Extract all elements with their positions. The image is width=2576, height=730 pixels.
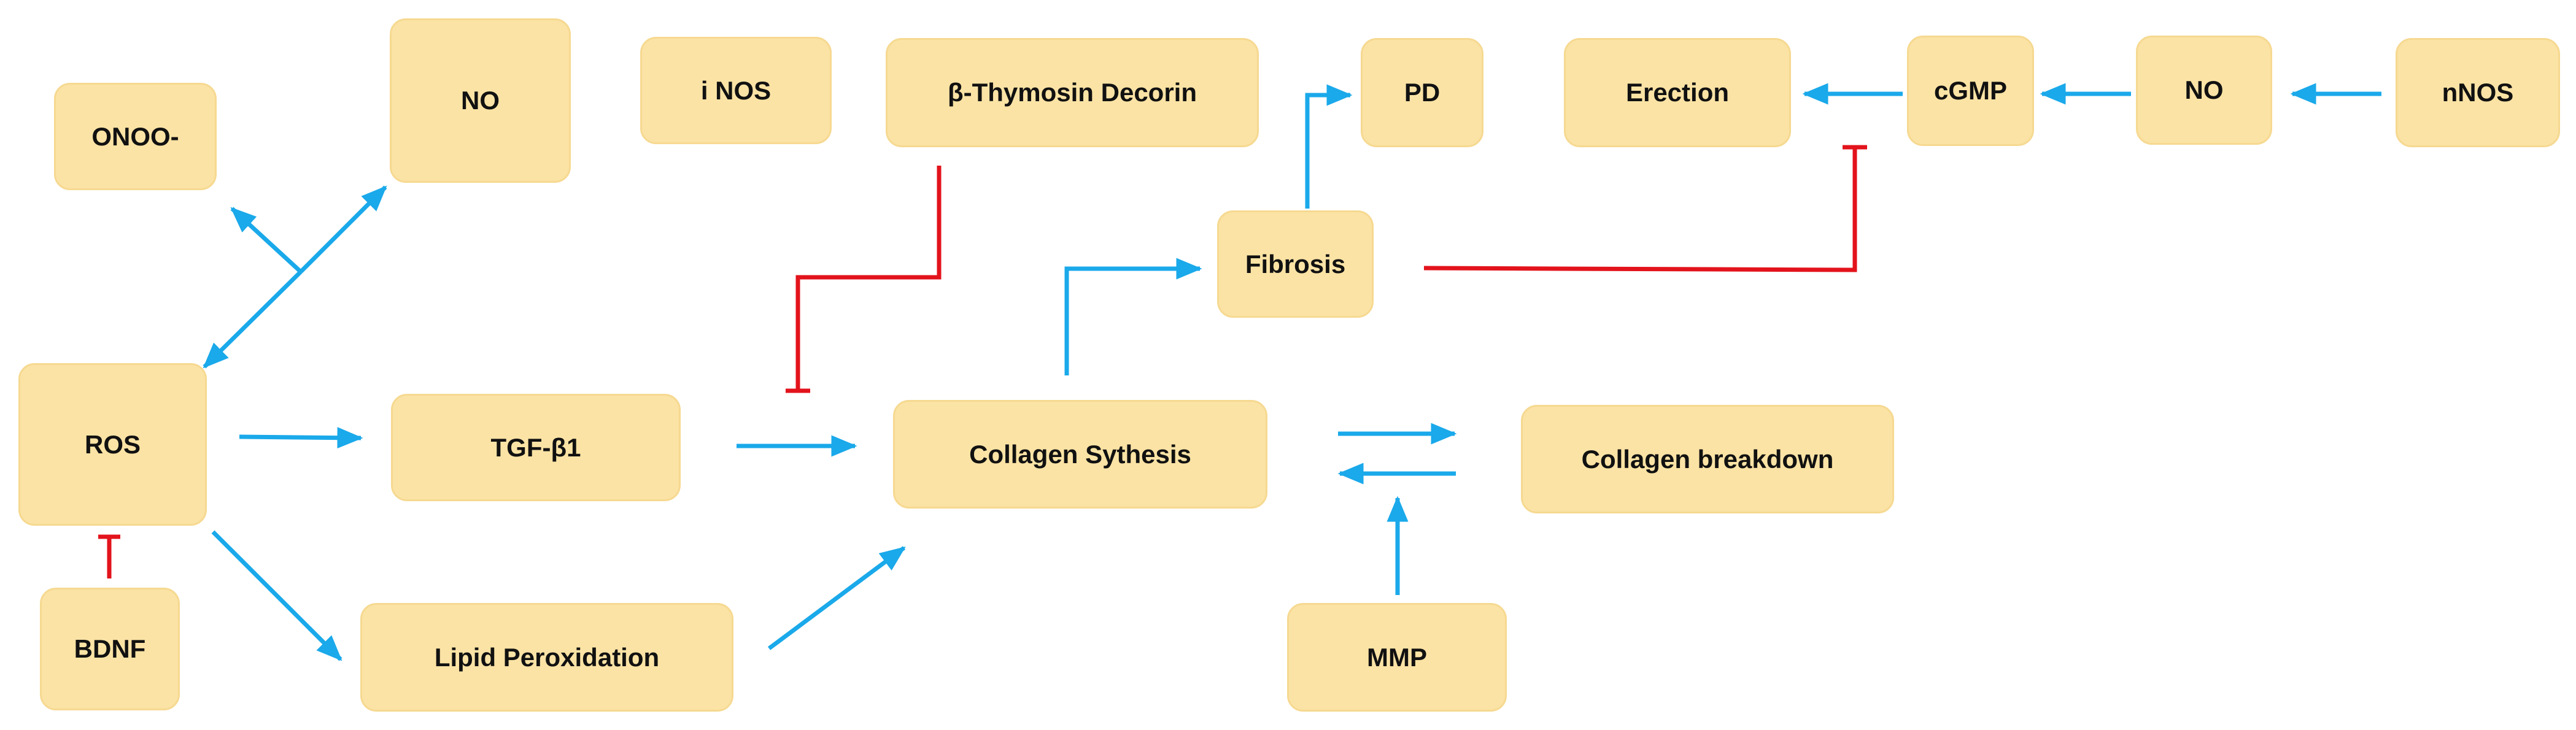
node-tgf-beta1-label: TGF-β1: [490, 432, 581, 462]
node-lipid-peroxidation-label: Lipid Peroxidation: [434, 642, 660, 672]
arrow-fibrosis-to-pd: [1305, 84, 1353, 209]
node-tgf-beta1: TGF-β1: [391, 394, 681, 501]
arrow-ros-to-lipid: [211, 530, 342, 661]
node-lipid-peroxidation: Lipid Peroxidation: [360, 603, 733, 712]
node-nnos: nNOS: [2396, 38, 2560, 147]
node-bdnf: BDNF: [40, 588, 180, 710]
node-nnos-label: nNOS: [2442, 78, 2514, 107]
node-inos-label: i NOS: [700, 75, 772, 105]
node-thymosin-decorin-label: β-Thymosin Decorin: [947, 78, 1197, 107]
node-cgmp: cGMP: [1907, 36, 2034, 146]
arrow-collagen-to-fibrosis: [1064, 258, 1202, 375]
node-onoo-label: ONOO-: [91, 121, 179, 151]
node-mmp: MMP: [1287, 603, 1507, 712]
node-collagen-breakdown-label: Collagen breakdown: [1581, 444, 1834, 474]
node-ros-label: ROS: [84, 429, 141, 459]
node-fibrosis: Fibrosis: [1217, 210, 1374, 318]
node-no-top-right-label: NO: [2184, 75, 2224, 104]
node-collagen-synthesis-label: Collagen Sythesis: [969, 439, 1191, 469]
node-cgmp-label: cGMP: [1933, 76, 2008, 105]
node-bdnf-label: BDNF: [74, 634, 146, 663]
node-collagen-synthesis: Collagen Sythesis: [893, 400, 1267, 509]
arrow-junction-to-no: [299, 185, 387, 274]
inhibition-thymosin-decorin: [795, 166, 942, 391]
arrow-junction-to-onoo: [230, 207, 303, 274]
node-erection-label: Erection: [1625, 78, 1730, 107]
node-no-top-left: NO: [390, 18, 571, 183]
node-mmp-label: MMP: [1367, 642, 1427, 672]
node-fibrosis-label: Fibrosis: [1245, 249, 1346, 279]
arrow-lipid-to-collagen: [767, 546, 906, 650]
node-pd: PD: [1361, 38, 1483, 147]
node-pd-label: PD: [1404, 78, 1441, 107]
inhibition-fibrosis-to-cgmp: [1423, 147, 1857, 272]
arrow-junction-to-ros: [203, 270, 303, 369]
node-thymosin-decorin: β-Thymosin Decorin: [886, 38, 1259, 147]
node-inos: i NOS: [640, 37, 832, 144]
arrow-ros-to-tgf: [239, 427, 363, 449]
node-onoo: ONOO-: [54, 83, 217, 190]
node-ros: ROS: [18, 363, 207, 526]
node-no-top-left-label: NO: [461, 86, 500, 115]
node-erection: Erection: [1564, 38, 1791, 147]
node-no-top-right: NO: [2136, 36, 2272, 145]
node-collagen-breakdown: Collagen breakdown: [1521, 405, 1894, 513]
